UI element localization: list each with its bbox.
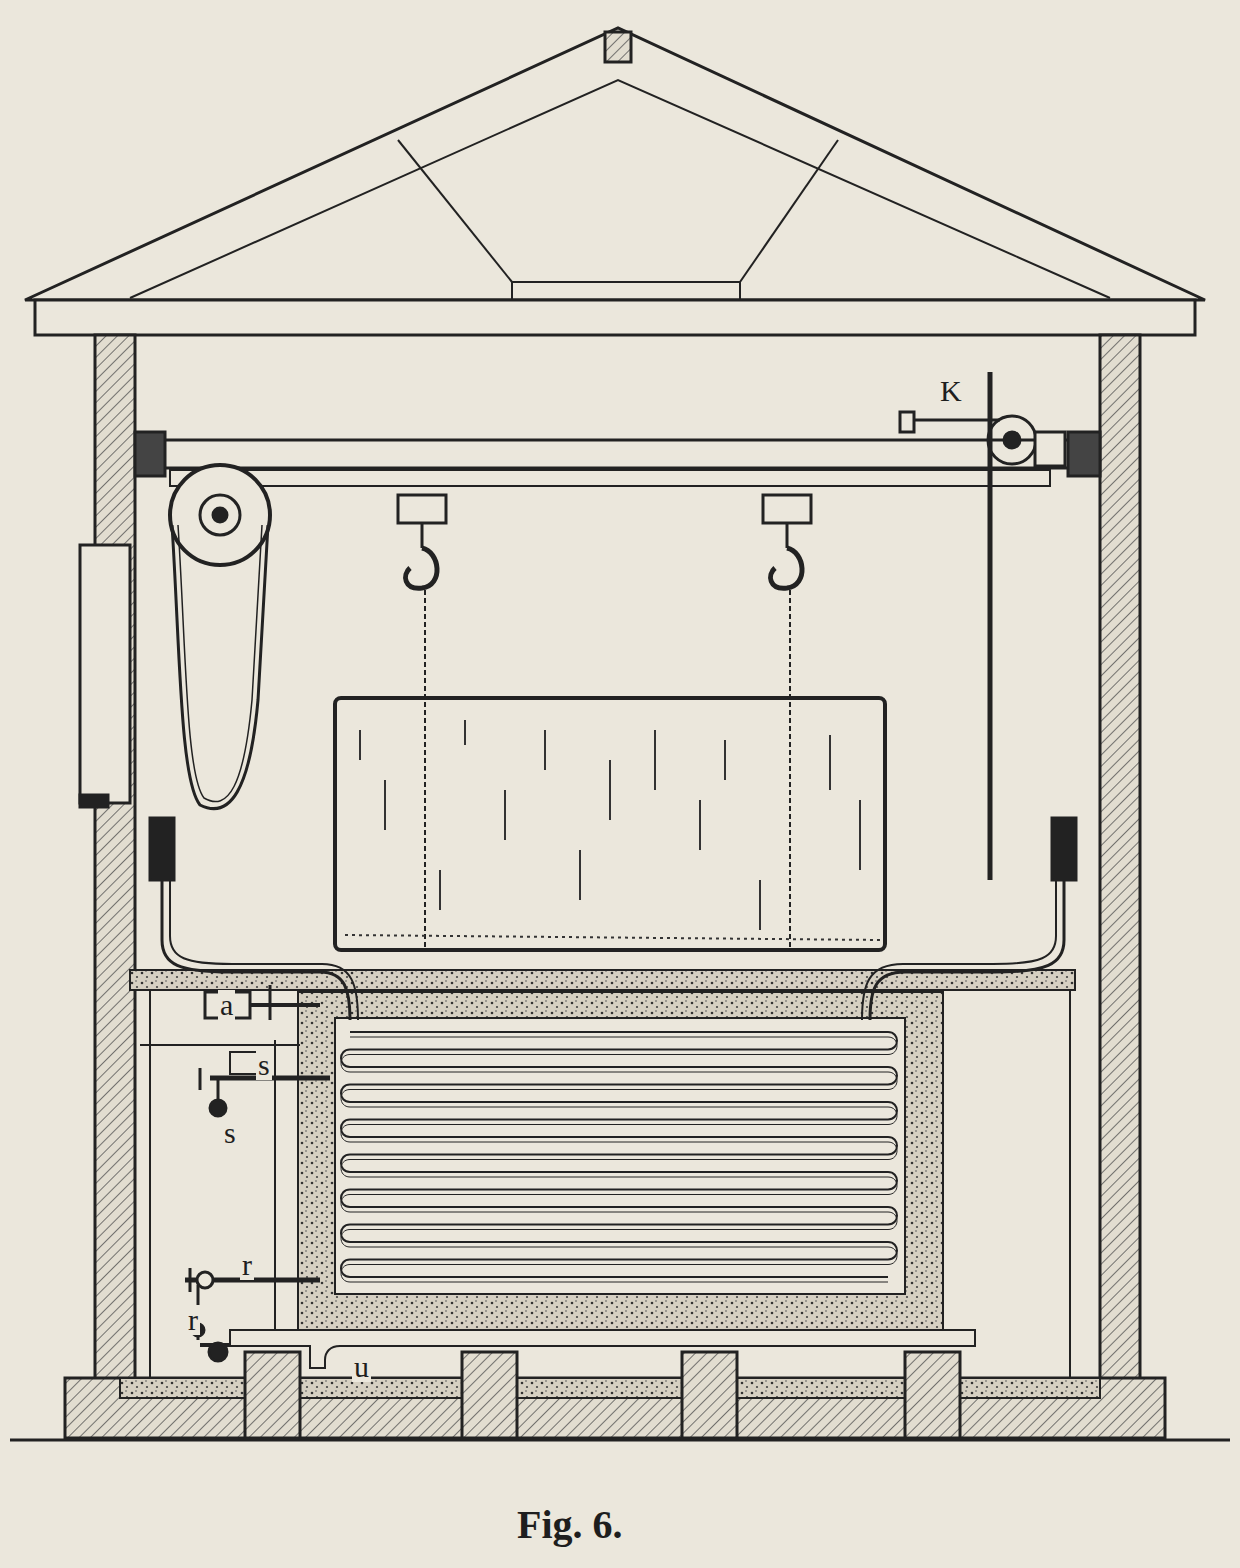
drawing (10, 28, 1230, 1440)
part-letter: r (186, 1305, 200, 1335)
part-letter: r (240, 1250, 254, 1280)
part-letter: s (222, 1118, 238, 1148)
part-letter: K (938, 376, 964, 406)
figure-caption: Fig. 6. (517, 1505, 623, 1545)
part-letter: u (352, 1352, 371, 1382)
part-letter: s (256, 1050, 272, 1080)
cooling-coil (341, 1037, 897, 1282)
part-letter: a (218, 990, 235, 1020)
cooling-coil (341, 1032, 897, 1277)
